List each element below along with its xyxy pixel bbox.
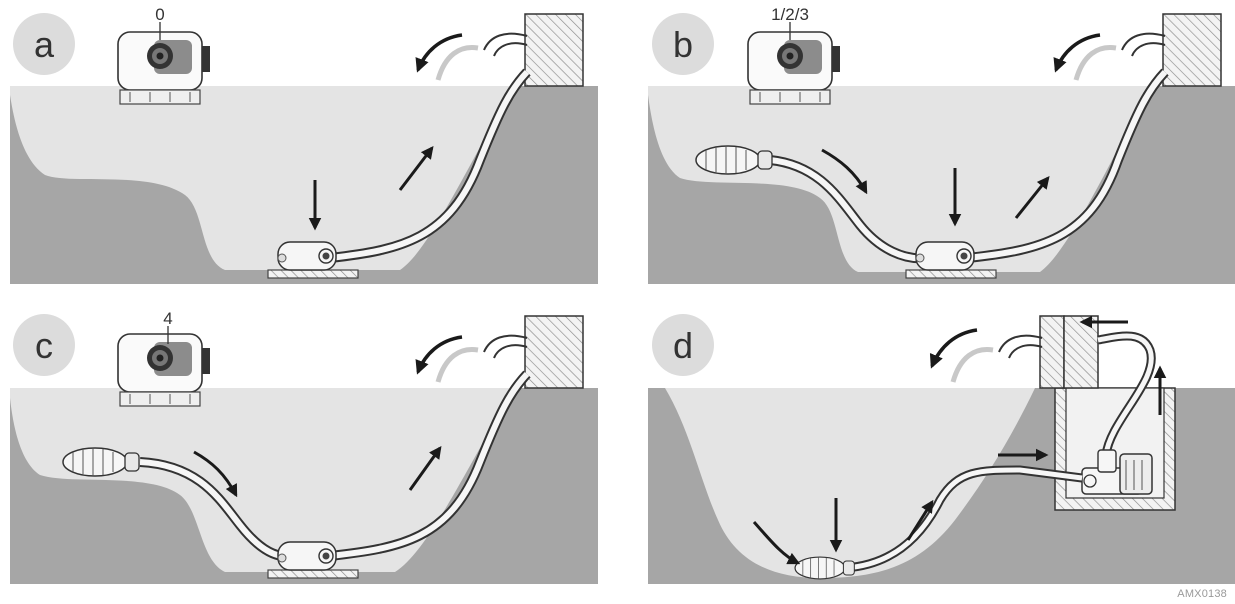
panel-d: d <box>648 314 1235 584</box>
panel-b: 1/2/3 b <box>648 5 1235 284</box>
filter-unit-c <box>117 333 211 407</box>
figure-code: AMX0138 <box>1177 588 1227 600</box>
return-arrow-a <box>415 33 463 73</box>
setting-label-a: 0 <box>155 5 164 24</box>
water-a <box>10 86 515 270</box>
panel-c: 4 c <box>10 309 598 584</box>
setting-label-c: 4 <box>163 309 172 328</box>
badge-b <box>652 13 714 75</box>
flow-arrow-c-in <box>193 450 238 498</box>
flow-arrow-a <box>398 145 434 191</box>
outlet-box-a <box>524 13 584 87</box>
outlet-box-c <box>524 315 584 389</box>
flow-arrow-d-up <box>906 499 934 541</box>
setting-label-b: 1/2/3 <box>771 5 809 24</box>
outlet-box-b <box>1162 13 1222 87</box>
badge-c <box>13 314 75 376</box>
return-arrow-c <box>415 335 463 375</box>
water-c <box>10 388 515 572</box>
flow-arrow-c-out <box>408 445 442 491</box>
flow-arrow-b-in <box>821 148 868 195</box>
badge-a <box>13 13 75 75</box>
panel-a: 0 a <box>10 5 598 284</box>
filter-unit-a <box>117 31 211 105</box>
return-arrow-d <box>929 328 978 369</box>
flow-arrow-d-left <box>752 521 801 565</box>
filter-unit-b <box>747 31 841 105</box>
surface-pump-d <box>1081 449 1153 495</box>
badge-d <box>652 314 714 376</box>
panel-letter-b: b <box>673 24 693 65</box>
water-d <box>665 388 1035 578</box>
panel-letter-a: a <box>34 24 55 65</box>
panel-letter-c: c <box>35 325 53 366</box>
outlet-box-d <box>1039 315 1099 389</box>
flow-arrow-b-out <box>1014 176 1050 219</box>
water-b <box>648 86 1152 272</box>
panel-letter-d: d <box>673 325 693 366</box>
return-arrow-b <box>1053 33 1101 73</box>
